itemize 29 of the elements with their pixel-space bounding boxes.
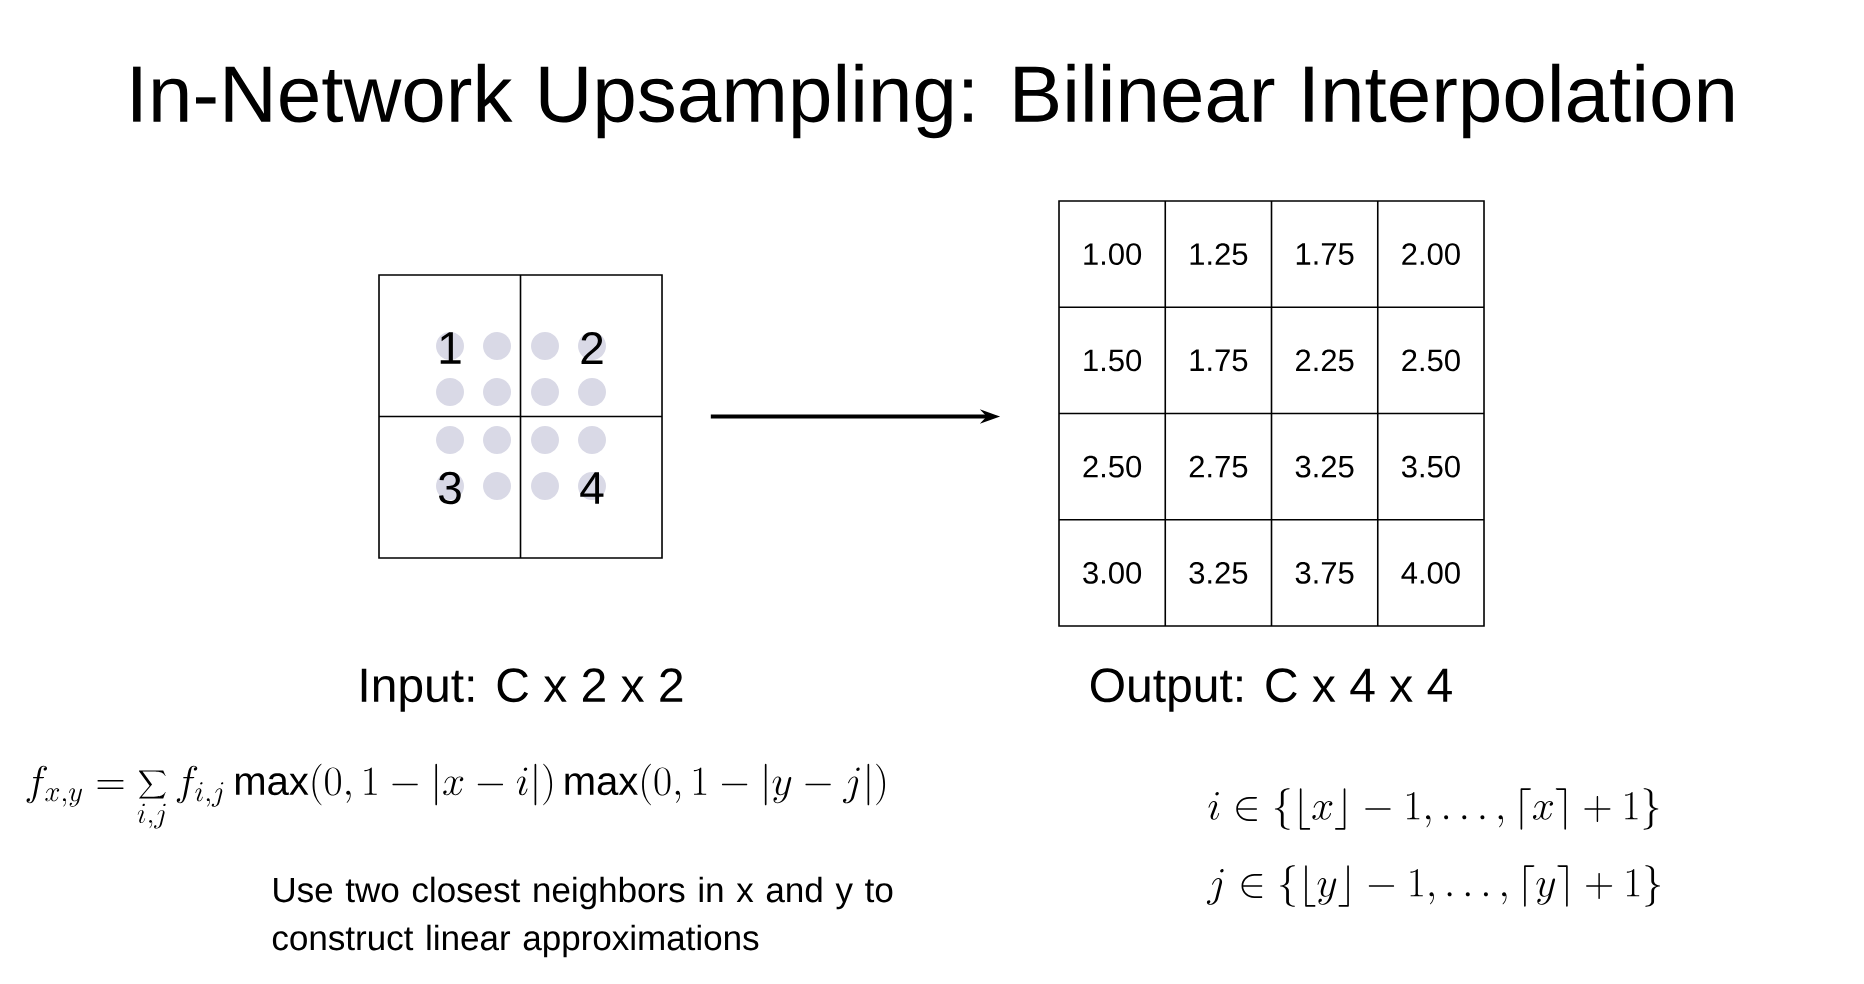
- dimension-caption: Input: C x 2 x 2: [361, 668, 683, 712]
- cell-value: 2.50: [1402, 349, 1460, 372]
- cell-value: 2.75: [1189, 455, 1248, 478]
- cell-value: 2.50: [1083, 455, 1142, 478]
- cell-value: 4.00: [1401, 561, 1460, 584]
- formula: $i \in \{\lfloor x \rfloor - 1, \dots, \lceil x \rceil + 1\}$: [1208, 788, 1659, 830]
- cell-value: 1.50: [1084, 349, 1142, 372]
- cell-value: 1: [440, 332, 461, 364]
- cell-value: 1.00: [1084, 243, 1142, 266]
- cell-value: 2.25: [1296, 349, 1354, 372]
- grid: [378, 274, 663, 559]
- cell-value: 1.75: [1296, 243, 1354, 265]
- cell-value: 3.50: [1401, 455, 1460, 478]
- note: Use two closest neighbors in x and y to construct linear approximations: [272, 876, 893, 958]
- cell-value: 3.75: [1295, 561, 1354, 584]
- grid: [1058, 200, 1485, 627]
- cell-value: 4: [580, 472, 604, 504]
- title: In-Network Upsampling: Bilinear Interpolation: [133, 63, 1733, 139]
- cell-value: 3: [438, 471, 461, 505]
- cell-value: 3.00: [1083, 561, 1142, 584]
- cell-value: 1.25: [1190, 243, 1248, 266]
- cell-value: 3.25: [1189, 561, 1248, 584]
- formula: $j \in \{\lfloor y \rfloor - 1, \dots, \lceil y \rceil + 1\}$: [1206, 865, 1660, 907]
- cell-value: 2: [581, 331, 603, 365]
- dimension-caption: Output: C x 4 x 4: [1090, 668, 1452, 712]
- formula: $f_{x,y} = \sum_{i,j} f_{i,j} \max(0, 1-|x-i|)\max(0, 1-|y-j|)$: [26, 763, 886, 829]
- cell-value: 3.25: [1295, 455, 1354, 478]
- cell-value: 1.75: [1190, 349, 1248, 372]
- cell-value: 2.00: [1402, 243, 1460, 266]
